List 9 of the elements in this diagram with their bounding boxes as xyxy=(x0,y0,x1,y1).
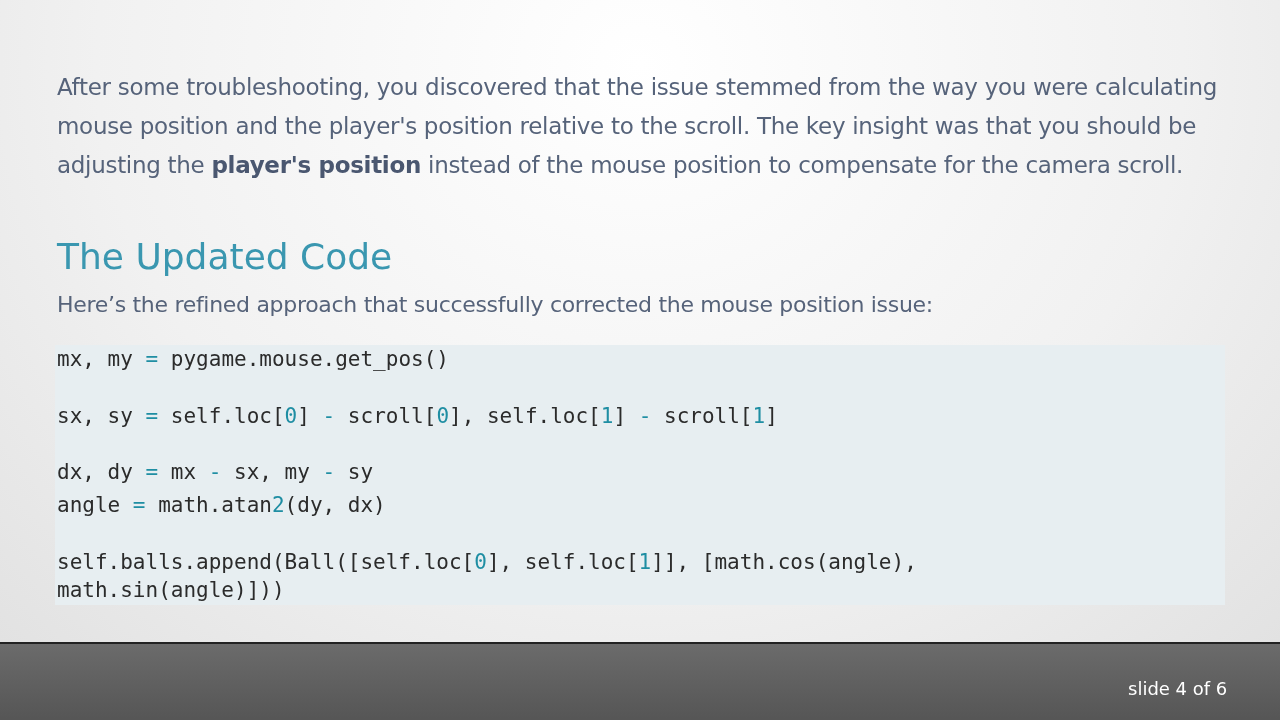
slide-number: slide 4 of 6 xyxy=(1128,678,1228,699)
code-line: sx, sy = self.loc[0] - scroll[0], self.loc[1] - scroll[1] xyxy=(57,403,779,430)
section-heading: The Updated Code xyxy=(57,236,393,277)
code-line: dx, dy = mx - sx, my - sy xyxy=(57,459,375,486)
body-paragraph: After some troubleshooting, you discovered that the issue stemmed from the way you were calculating mouse position and the player's position relative to the scroll. The key insight was that you should be adjusting the player's position instead of the mouse position to compensate for the camera scroll. xyxy=(57,73,1219,180)
intro-text: Here’s the refined approach that successfully corrected the mouse position issue: xyxy=(57,292,933,317)
code-line: angle = math.atan2(dy, dx) xyxy=(57,492,387,519)
code-line: self.balls.append(Ball([self.loc[0], self.loc[1]], [math.cos(angle), math.sin(angle)])) xyxy=(57,549,918,604)
code-line: mx, my = pygame.mouse.get_pos() xyxy=(57,346,450,373)
